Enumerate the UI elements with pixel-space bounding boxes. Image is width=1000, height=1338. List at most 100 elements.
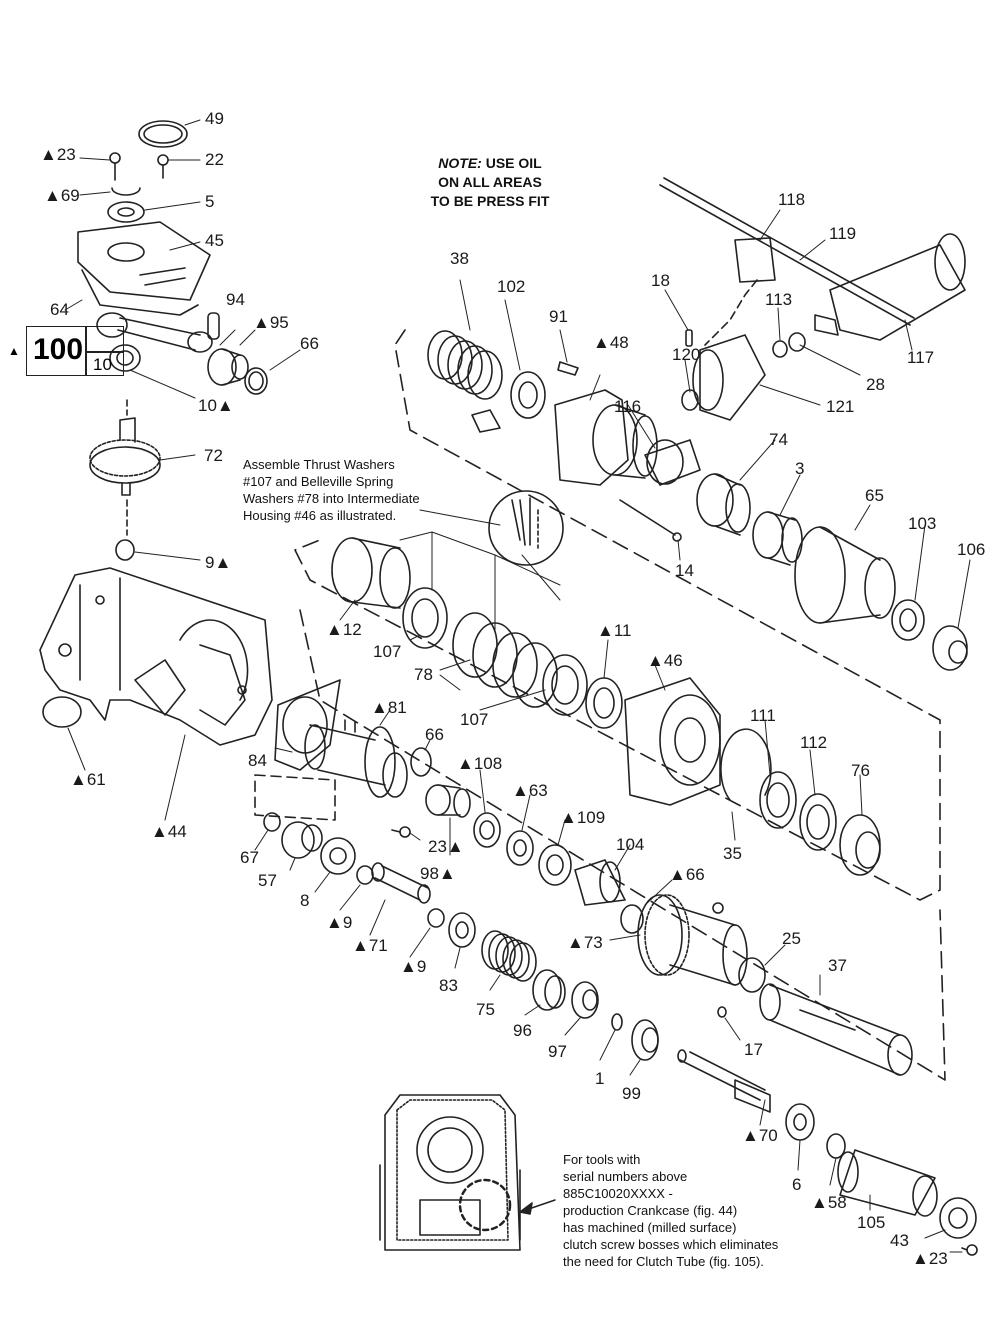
part-111-washer (759, 771, 797, 829)
part-label: 111 (750, 706, 776, 725)
part-71-shaft (371, 862, 431, 904)
part-label: ▲81 (371, 698, 407, 717)
oil-note-line3: TO BE PRESS FIT (430, 193, 550, 209)
part-label: 121 (826, 397, 855, 416)
part-label: ▲108 (457, 754, 503, 773)
part-44-crankcase (39, 567, 273, 746)
part-120-knob (681, 389, 699, 411)
ref-box-marker: ▲ (8, 344, 20, 358)
part-label: 1 (595, 1069, 605, 1088)
part-label: ▲71 (352, 936, 388, 955)
part-label: 76 (851, 761, 870, 780)
part-18-pin (685, 329, 693, 347)
part-label: ▲12 (326, 620, 362, 639)
part-label: 23▲ (428, 837, 464, 856)
part-label: 103 (908, 514, 937, 533)
key-bracket (471, 409, 501, 433)
part-label: 118 (778, 190, 806, 209)
part-107-thrust-washer-b (542, 654, 588, 716)
serial-line-2: serial numbers above (563, 1169, 688, 1184)
part-label: 83 (439, 976, 458, 995)
part-45-cover (77, 221, 211, 301)
part-label: 65 (865, 486, 884, 505)
part-label: 8 (300, 891, 310, 910)
part-label: 6 (792, 1175, 802, 1194)
part-label: 107 (373, 642, 402, 661)
part-label: 17 (744, 1040, 763, 1059)
part-label: 102 (497, 277, 526, 296)
part-109-washer (538, 844, 572, 886)
part-label: 75 (476, 1000, 495, 1019)
part-83-washer (448, 912, 476, 948)
part-11-bearing (585, 677, 623, 729)
part-28-ring (788, 332, 806, 352)
part-label: 78 (414, 665, 433, 684)
part-22-screw (157, 154, 169, 179)
serial-line-3: 885C10020XXXX - (563, 1186, 673, 1201)
part-label: ▲44 (151, 822, 187, 841)
part-25-oring (738, 957, 766, 993)
part-label: 43 (890, 1231, 909, 1250)
part-label: 116 (614, 397, 642, 416)
oil-note: NOTE: USE OIL ON ALL AREAS TO BE PRESS F… (410, 154, 570, 211)
part-116-band (644, 439, 701, 486)
part-9-bearing (115, 539, 135, 561)
part-label: 66 (425, 725, 444, 744)
part-76-seal (839, 814, 881, 876)
detail-callout (488, 490, 564, 566)
part-label: 3 (795, 459, 805, 478)
part-69-retaining-ring (111, 187, 141, 196)
part-label: 98▲ (420, 864, 456, 883)
part-label: 113 (765, 290, 793, 309)
part-9-bearing-c (427, 908, 445, 928)
assembly-line-1: Assemble Thrust Washers (243, 457, 395, 472)
serial-line-7: the need for Clutch Tube (fig. 105). (563, 1254, 764, 1269)
part-97-clutch (571, 981, 599, 1019)
part-102-washer (510, 371, 546, 419)
part-99-clutch (631, 1019, 659, 1061)
part-label: ▲48 (593, 333, 629, 352)
part-label: 105 (857, 1213, 886, 1232)
part-112-washer (799, 793, 837, 851)
part-label: 74 (769, 430, 788, 449)
part-118-clamp (734, 237, 776, 283)
part-66-ring-c (620, 904, 644, 934)
part-label: 5 (205, 192, 215, 211)
part-35-retaining-ring (720, 728, 772, 801)
part-label: 107 (460, 710, 489, 729)
part-label: ▲58 (811, 1193, 847, 1212)
part-73-gear-sleeve (637, 894, 748, 986)
part-label: 104 (616, 835, 645, 854)
part-label: 112 (800, 733, 828, 752)
part-57-gear (281, 821, 323, 859)
part-81-cylinder (304, 719, 408, 798)
part-64-gasket (81, 269, 199, 316)
part-94-pin (207, 312, 220, 340)
part-label: 45 (205, 231, 224, 250)
part-label: 18 (651, 271, 670, 290)
part-38-spring (427, 330, 503, 400)
part-65-nose (794, 526, 896, 624)
assembly-line-3: Washers #78 into Intermediate (243, 491, 420, 506)
part-label: 120 (672, 345, 701, 364)
oil-note-line2: ON ALL AREAS (438, 174, 542, 190)
part-label: ▲23 (912, 1249, 948, 1268)
crankcase-inset (379, 1094, 521, 1251)
part-104-sleeve (574, 859, 626, 906)
part-84-gasket (274, 679, 341, 771)
assembly-outline-upper (294, 329, 941, 901)
part-17-ball (717, 1006, 727, 1018)
oil-note-line1: NOTE: USE OIL (410, 154, 570, 173)
part-105-clutch-tube (837, 1149, 938, 1217)
part-12-bearing (331, 537, 411, 609)
part-label: 57 (258, 871, 277, 890)
serial-line-4: production Crankcase (fig. 44) (563, 1203, 738, 1218)
part-label: ▲46 (647, 651, 683, 670)
part-label: 49 (205, 109, 224, 128)
assembly-line-2: #107 and Belleville Spring (243, 474, 394, 489)
part-label: 97 (548, 1042, 567, 1061)
part-10-needle-bearing (109, 344, 141, 372)
part-98-piston (425, 784, 471, 818)
